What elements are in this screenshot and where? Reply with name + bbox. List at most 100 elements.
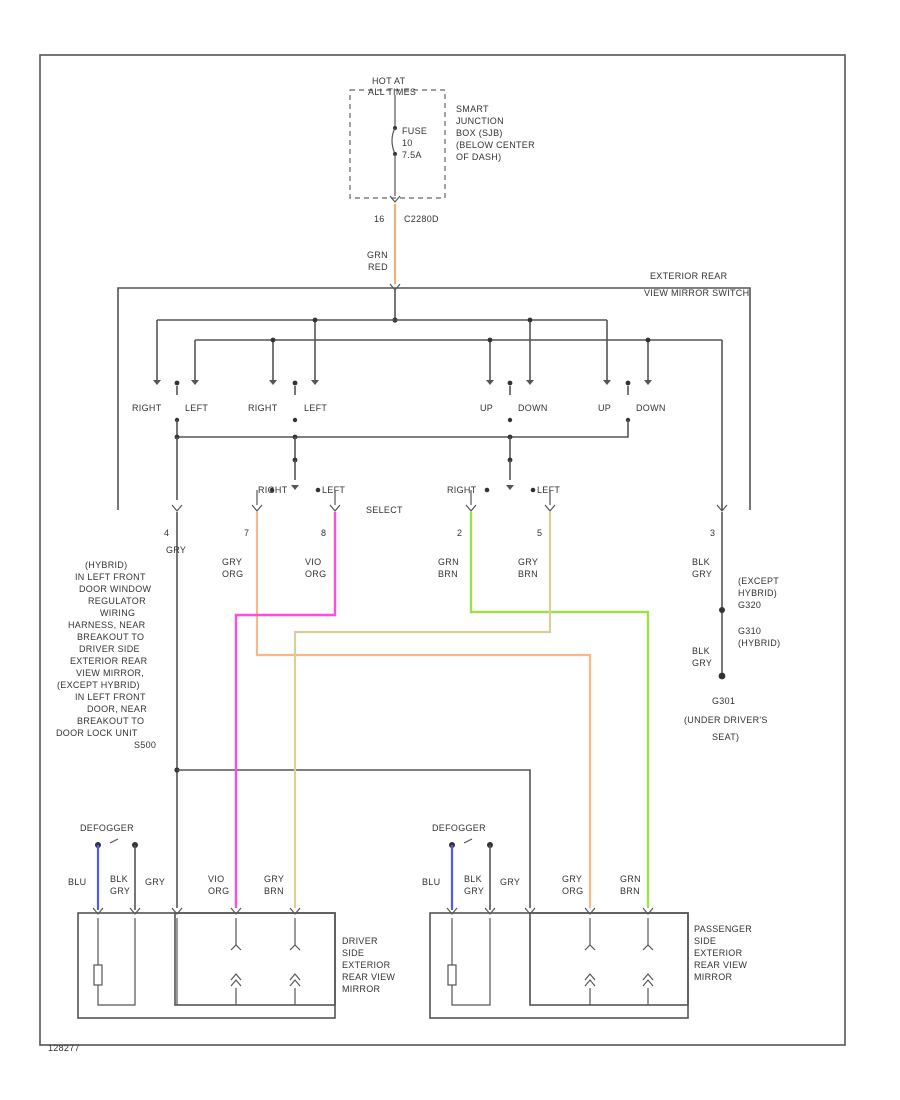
hot-at-label: HOT AT bbox=[372, 76, 406, 86]
label-left-2: LEFT bbox=[304, 403, 327, 413]
svg-text:WIRING: WIRING bbox=[100, 608, 135, 618]
note-hybrid-1: G310 bbox=[738, 626, 761, 636]
svg-text:BLU: BLU bbox=[422, 877, 440, 887]
svg-text:IN LEFT FRONT: IN LEFT FRONT bbox=[75, 692, 146, 702]
select-right-2: RIGHT bbox=[447, 485, 477, 495]
switch-contacts bbox=[153, 380, 652, 386]
svg-text:DOOR LOCK UNIT: DOOR LOCK UNIT bbox=[56, 728, 138, 738]
svg-text:BLK: BLK bbox=[110, 874, 128, 884]
svg-text:EXTERIOR: EXTERIOR bbox=[342, 960, 391, 970]
svg-text:BLU: BLU bbox=[68, 877, 86, 887]
sjb-box bbox=[349, 89, 446, 199]
fuse-symbol bbox=[391, 127, 396, 155]
label-down-2: DOWN bbox=[636, 403, 666, 413]
label-right-1: RIGHT bbox=[132, 403, 162, 413]
fuse-label-1: FUSE bbox=[402, 126, 427, 136]
label-left-1: LEFT bbox=[185, 403, 208, 413]
driver-defogger-label: DEFOGGER bbox=[80, 823, 134, 833]
connector-c2280d-label: C2280D bbox=[404, 214, 439, 224]
connector-pin-sjb bbox=[389, 195, 401, 203]
svg-text:GRY: GRY bbox=[562, 874, 582, 884]
svg-text:REAR VIEW: REAR VIEW bbox=[694, 960, 747, 970]
note-hybrid-2: (HYBRID) bbox=[738, 638, 780, 648]
svg-text:REAR VIEW: REAR VIEW bbox=[342, 972, 395, 982]
svg-text:GRY: GRY bbox=[145, 877, 165, 887]
fuse-label-2: 10 bbox=[402, 138, 413, 148]
fuse-label-3: 7.5A bbox=[402, 150, 422, 160]
select-right-1: RIGHT bbox=[258, 485, 288, 495]
label-down-1: DOWN bbox=[518, 403, 548, 413]
svg-text:DOOR WINDOW: DOOR WINDOW bbox=[79, 584, 151, 594]
passenger-mirror: DEFOGGER BLU BLK GRY GRY GRY ORG GRN BRN… bbox=[422, 823, 752, 1019]
svg-text:BRN: BRN bbox=[264, 886, 284, 896]
svg-text:BRN: BRN bbox=[620, 886, 640, 896]
svg-text:MIRROR: MIRROR bbox=[694, 972, 732, 982]
select-left-1: LEFT bbox=[322, 485, 345, 495]
wire-blk-gry-2b: GRY bbox=[692, 658, 712, 668]
switch-output-pins bbox=[171, 504, 728, 512]
splice-g320 bbox=[719, 607, 725, 613]
svg-text:ORG: ORG bbox=[562, 886, 583, 896]
wire-gry-label: GRY bbox=[166, 545, 186, 555]
wire-gry-org-1: GRY bbox=[222, 557, 242, 567]
sjb-label-2: JUNCTION bbox=[456, 116, 504, 126]
ground-label-3: SEAT) bbox=[712, 732, 739, 742]
wire-blk-gry-2: GRY bbox=[692, 569, 712, 579]
wire-blk-gry-2a: BLK bbox=[692, 646, 710, 656]
wire-vio-org bbox=[234, 512, 337, 908]
junction-dots bbox=[270, 317, 651, 343]
ground-label-1: G301 bbox=[712, 696, 735, 706]
hot-at-label-2: ALL TIMES bbox=[368, 87, 416, 97]
svg-text:SIDE: SIDE bbox=[694, 936, 716, 946]
sjb-label-4: (BELOW CENTER bbox=[456, 140, 535, 150]
note-except-1: (EXCEPT bbox=[738, 576, 779, 586]
wire-red-label: RED bbox=[368, 262, 388, 272]
svg-text:GRY: GRY bbox=[500, 877, 520, 887]
pin-5: 5 bbox=[537, 528, 542, 538]
splice-note: (HYBRID) IN LEFT FRONT DOOR WINDOW REGUL… bbox=[56, 560, 156, 750]
svg-text:SIDE: SIDE bbox=[342, 948, 364, 958]
pin-3: 3 bbox=[710, 528, 715, 538]
pin-8: 8 bbox=[321, 528, 326, 538]
svg-text:BREAKOUT TO: BREAKOUT TO bbox=[77, 632, 144, 642]
wire-gry-org-2: ORG bbox=[222, 569, 243, 579]
svg-text:VIEW MIRROR,: VIEW MIRROR, bbox=[76, 668, 144, 678]
sjb-label-5: OF DASH) bbox=[456, 152, 501, 162]
svg-text:GRY: GRY bbox=[264, 874, 284, 884]
svg-text:GRY: GRY bbox=[110, 886, 130, 896]
diagram-frame bbox=[39, 54, 846, 1046]
select-left-2: LEFT bbox=[537, 485, 560, 495]
wire-grn-brn-1: GRN bbox=[438, 557, 459, 567]
svg-text:MIRROR: MIRROR bbox=[342, 984, 380, 994]
wire-gry-brn-2: BRN bbox=[518, 569, 538, 579]
svg-text:S500: S500 bbox=[134, 740, 156, 750]
wire-blk-gry-1: BLK bbox=[692, 557, 710, 567]
ground-g301-icon bbox=[718, 672, 726, 680]
svg-text:DRIVER SIDE: DRIVER SIDE bbox=[79, 644, 140, 654]
svg-text:(EXCEPT HYBRID): (EXCEPT HYBRID) bbox=[57, 680, 140, 690]
svg-text:(HYBRID): (HYBRID) bbox=[85, 560, 127, 570]
wire-grn-brn-2: BRN bbox=[438, 569, 458, 579]
svg-text:EXTERIOR REAR: EXTERIOR REAR bbox=[70, 656, 148, 666]
label-right-2: RIGHT bbox=[248, 403, 278, 413]
wire-gry-brn bbox=[293, 512, 552, 908]
select-label: SELECT bbox=[366, 505, 403, 515]
svg-text:PASSENGER: PASSENGER bbox=[694, 924, 752, 934]
svg-text:ORG: ORG bbox=[208, 886, 229, 896]
connector-pin-switch-feed bbox=[389, 283, 401, 291]
label-up-1: UP bbox=[480, 403, 493, 413]
sjb-label-3: BOX (SJB) bbox=[456, 128, 503, 138]
svg-text:IN LEFT FRONT: IN LEFT FRONT bbox=[75, 572, 146, 582]
svg-text:BREAKOUT TO: BREAKOUT TO bbox=[77, 716, 144, 726]
switch-outline bbox=[117, 287, 751, 510]
driver-mirror: DEFOGGER BLU BLK GRY GRY VIO ORG GRY BRN… bbox=[68, 823, 395, 1019]
junction bbox=[292, 417, 298, 423]
select-contacts bbox=[269, 485, 536, 493]
pin-4: 4 bbox=[164, 528, 169, 538]
passenger-defogger-label: DEFOGGER bbox=[432, 823, 486, 833]
ground-label-2: (UNDER DRIVER'S bbox=[684, 715, 768, 725]
wire-gry-brn-1: GRY bbox=[518, 557, 538, 567]
wire-grn-label: GRN bbox=[367, 250, 388, 260]
junction bbox=[507, 417, 513, 423]
